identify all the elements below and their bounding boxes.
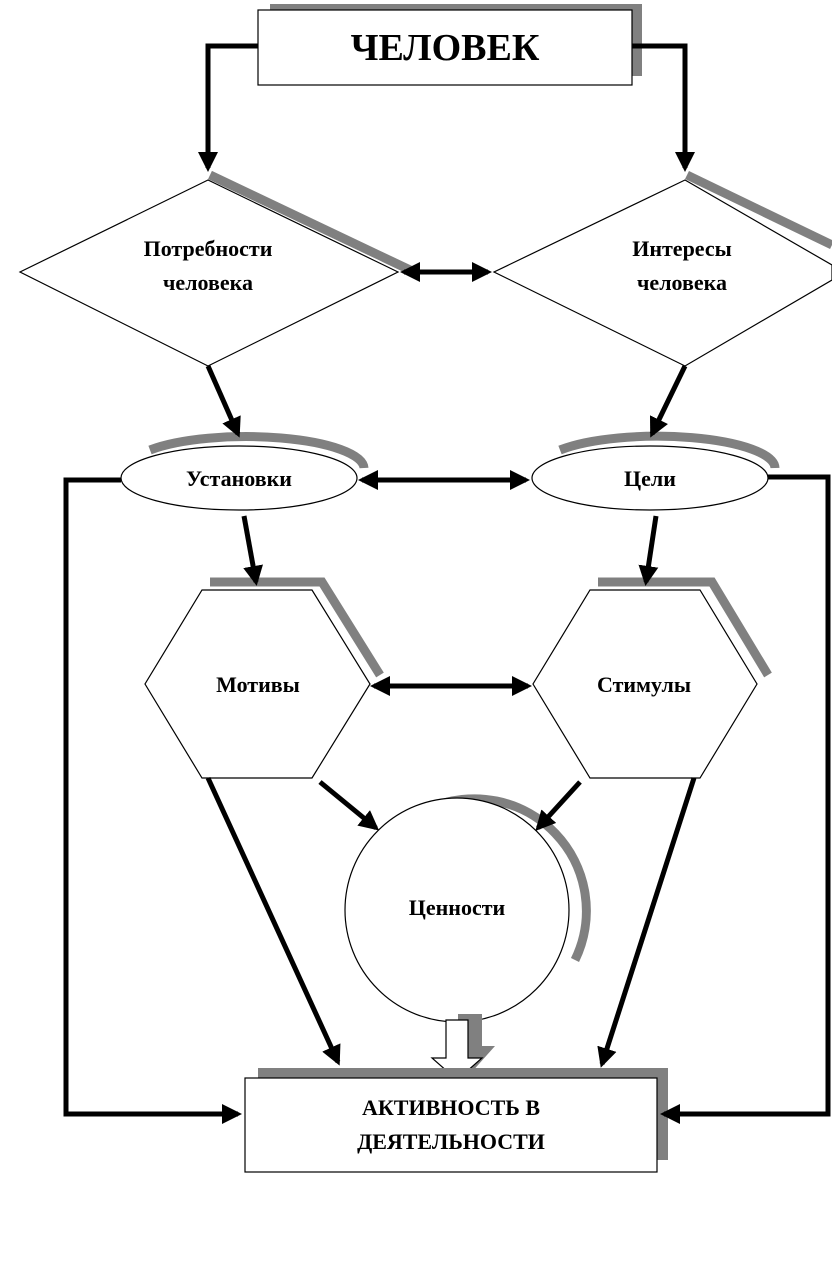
arrow-goals-to-activity <box>660 474 831 1124</box>
arrow-person-to-needs <box>198 43 258 172</box>
values-node: Ценности <box>344 794 591 1023</box>
stimuli-node: Стимулы <box>532 577 772 779</box>
motives-label: Мотивы <box>216 672 300 697</box>
activity-label-line2: ДЕЯТЕЛЬНОСТИ <box>357 1129 545 1154</box>
activity-label-line1: АКТИВНОСТЬ В <box>362 1095 540 1120</box>
goals-node: Цели <box>531 431 780 511</box>
arrow-attitudes-to-motives <box>241 515 263 586</box>
needs-node: Потребности человека <box>18 170 412 367</box>
arrow-attitudes-to-activity <box>63 477 242 1124</box>
needs-label-line2: человека <box>163 270 253 295</box>
goals-label: Цели <box>624 466 676 491</box>
arrow-stimuli-to-values <box>535 780 582 831</box>
arrow-stimuli-to-activity <box>597 777 697 1068</box>
arrow-needs-to-attitudes <box>205 364 241 438</box>
arrow-goals-to-stimuli <box>638 515 659 586</box>
attitudes-node: Установки <box>120 432 369 511</box>
connectors <box>63 43 831 1124</box>
needs-label-line1: Потребности <box>144 236 273 261</box>
attitudes-label: Установки <box>186 466 292 491</box>
motives-node: Мотивы <box>144 577 384 779</box>
arrow-motives-to-values <box>318 780 380 831</box>
person-label: ЧЕЛОВЕК <box>351 27 540 69</box>
stimuli-label: Стимулы <box>597 672 691 697</box>
interests-label-line1: Интересы <box>632 236 732 261</box>
interests-node: Интересы человека <box>492 170 832 367</box>
person-node: ЧЕЛОВЕК <box>257 4 642 86</box>
activity-node: АКТИВНОСТЬ В ДЕЯТЕЛЬНОСТИ <box>244 1068 668 1173</box>
arrow-interests-to-goals <box>649 364 688 438</box>
arrow-person-to-interests <box>632 43 695 172</box>
arrow-motives-to-activity <box>205 776 341 1066</box>
interests-label-line2: человека <box>637 270 727 295</box>
values-label: Ценности <box>409 895 506 920</box>
